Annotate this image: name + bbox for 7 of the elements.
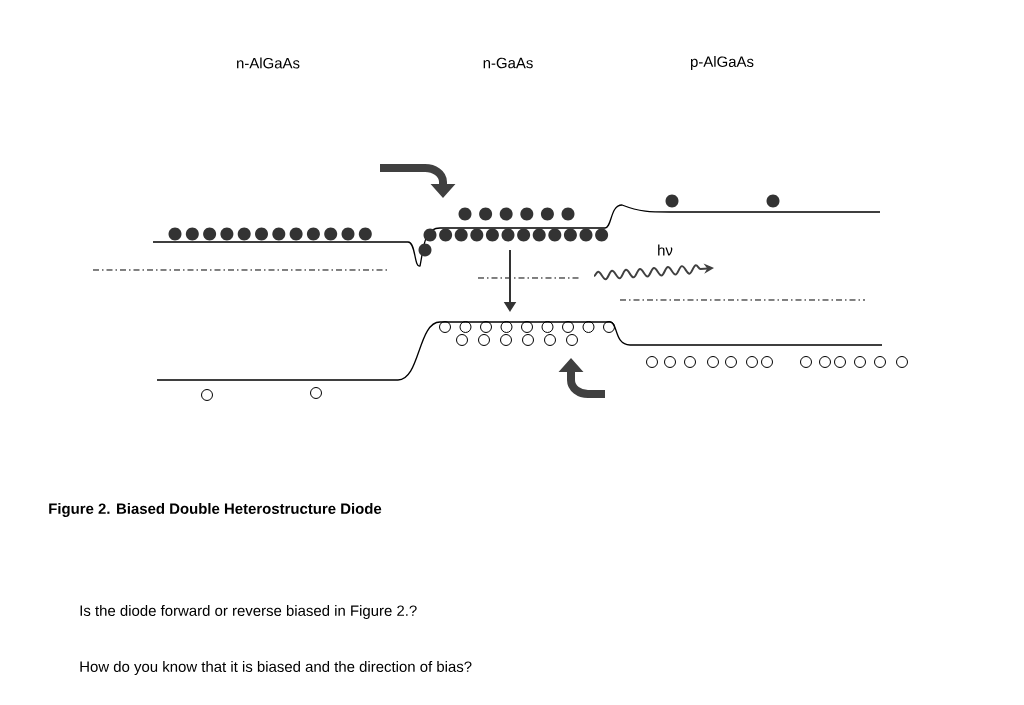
photon-label: hν: [658, 244, 673, 256]
region-label: p-AlGaAs: [691, 56, 754, 70]
region-label: n-AlGaAs: [237, 57, 300, 69]
region-label: n-GaAs: [483, 57, 533, 69]
question-text: How do you know that it is biased and the direction of bias?: [80, 661, 472, 675]
question-text: Is the diode forward or reverse biased in Figure 2.?: [80, 605, 417, 619]
figure-caption: Figure 2. Biased Double Heterostructure Diode: [49, 503, 382, 517]
